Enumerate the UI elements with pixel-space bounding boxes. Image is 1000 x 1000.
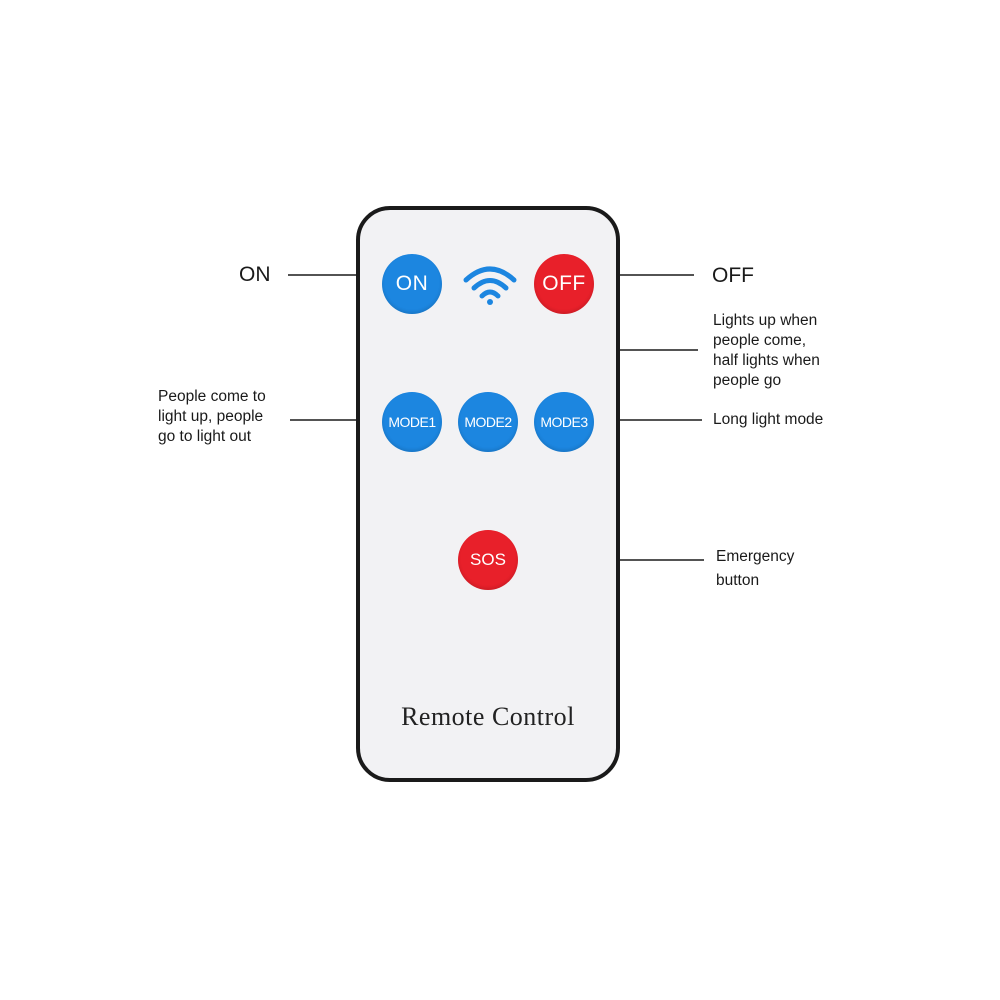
off-button[interactable]: OFF	[534, 254, 594, 314]
on-button[interactable]: ON	[382, 254, 442, 314]
annotation-mode2: Lights up when people come, half lights …	[713, 312, 820, 389]
annotation-mode3: Long light mode	[713, 411, 824, 428]
annotation-off: OFF	[712, 264, 754, 287]
annotation-on: ON	[239, 263, 271, 286]
sos-button[interactable]: SOS	[458, 530, 518, 590]
annotation-sos: Emergency button	[716, 548, 795, 589]
mode3-button[interactable]: MODE3	[534, 392, 594, 452]
remote-control-label: Remote Control	[401, 702, 575, 731]
mode1-button[interactable]: MODE1	[382, 392, 442, 452]
annotation-mode1: People come to light up, people go to li…	[158, 388, 266, 445]
wifi-icon	[463, 266, 517, 305]
mode2-button[interactable]: MODE2	[458, 392, 518, 452]
